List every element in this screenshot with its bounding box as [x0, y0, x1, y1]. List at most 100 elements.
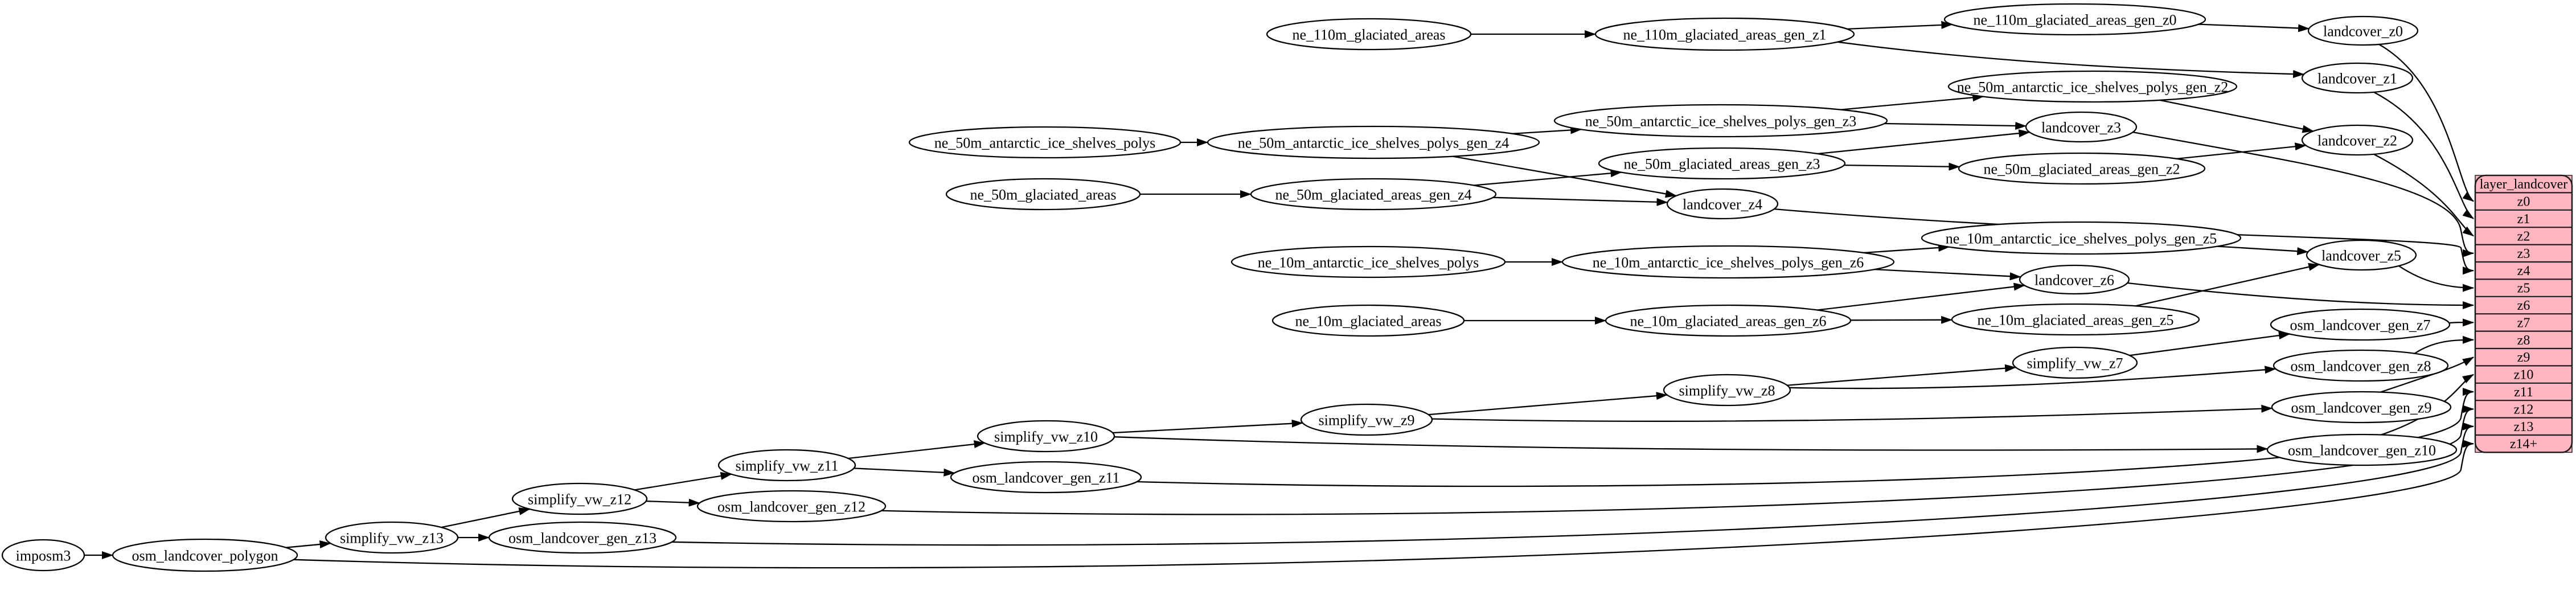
node-label-landcover_z5: landcover_z5: [2321, 248, 2401, 264]
node-label-ne_10m_antarctic_ice_shelves_polys_gen_z5: ne_10m_antarctic_ice_shelves_polys_gen_z…: [1946, 231, 2217, 247]
node-osm_landcover_gen_z7: osm_landcover_gen_z7: [2270, 308, 2451, 341]
node-label-simplify_vw_z7: simplify_vw_z7: [2027, 355, 2123, 372]
node-ellipse-imposm3: [1, 539, 85, 572]
node-ellipse-ne_10m_glaciated_areas_gen_z5: [1951, 303, 2200, 336]
node-ellipse-ne_50m_glaciated_areas: [945, 178, 1141, 211]
node-landcover_z5: landcover_z5: [2306, 239, 2417, 271]
node-label-landcover_z1: landcover_z1: [2317, 71, 2397, 87]
node-label-simplify_vw_z11: simplify_vw_z11: [735, 458, 838, 474]
node-label-osm_landcover_gen_z10: osm_landcover_gen_z10: [2288, 442, 2436, 459]
node-label-osm_landcover_gen_z9: osm_landcover_gen_z9: [2291, 400, 2432, 416]
node-label-landcover_z6: landcover_z6: [2034, 272, 2114, 289]
node-ne_50m_glaciated_areas: ne_50m_glaciated_areas: [945, 178, 1141, 211]
node-landcover_z0: landcover_z0: [2307, 15, 2419, 46]
node-simplify_vw_z9: simplify_vw_z9: [1300, 403, 1433, 436]
node-landcover_z3: landcover_z3: [2025, 111, 2138, 143]
edge-ne_110m_glaciated_areas_gen_z0-to-landcover_z0: [2198, 23, 2310, 32]
table-row-z4: z4: [2517, 264, 2530, 278]
edge-landcover_z5-to-layer_landcover-z5: [2398, 265, 2474, 292]
node-osm_landcover_gen_z8: osm_landcover_gen_z8: [2273, 349, 2449, 382]
table-row-z0: z0: [2517, 195, 2530, 210]
node-ellipse-osm_landcover_gen_z13: [488, 521, 677, 554]
table-row-z6: z6: [2517, 298, 2530, 313]
edge-landcover_z1-to-layer_landcover-z1: [2373, 91, 2474, 219]
edge-osm_landcover_gen_z13-to-layer_landcover-z13: [671, 422, 2474, 546]
edge-ne_10m_antarctic_ice_shelves_polys_gen_z6-to-landcover_z6: [1874, 268, 2021, 281]
node-label-ne_10m_glaciated_areas_gen_z6: ne_10m_glaciated_areas_gen_z6: [1630, 313, 1826, 330]
node-simplify_vw_z11: simplify_vw_z11: [717, 449, 856, 482]
node-ellipse-landcover_z6: [2019, 264, 2130, 295]
node-label-simplify_vw_z9: simplify_vw_z9: [1319, 412, 1415, 429]
node-ellipse-osm_landcover_gen_z11: [950, 461, 1142, 494]
node-label-landcover_z2: landcover_z2: [2317, 133, 2397, 149]
node-label-ne_50m_antarctic_ice_shelves_polys_gen_z2: ne_50m_antarctic_ice_shelves_polys_gen_z…: [1957, 79, 2229, 96]
node-ellipse-simplify_vw_z7: [2012, 346, 2138, 379]
node-label-simplify_vw_z13: simplify_vw_z13: [340, 530, 444, 547]
node-ne_10m_glaciated_areas: ne_10m_glaciated_areas: [1271, 304, 1465, 337]
node-label-landcover_z0: landcover_z0: [2323, 23, 2403, 40]
node-ne_50m_glaciated_areas_gen_z3: ne_50m_glaciated_areas_gen_z3: [1598, 147, 1846, 180]
table-row-z8: z8: [2517, 333, 2530, 348]
node-osm_landcover_gen_z9: osm_landcover_gen_z9: [2271, 391, 2452, 424]
node-ellipse-ne_50m_glaciated_areas_gen_z3: [1598, 147, 1846, 180]
node-ellipse-ne_110m_glaciated_areas: [1266, 18, 1472, 51]
table-title: layer_landcover: [2480, 177, 2568, 192]
table-row-z3: z3: [2517, 247, 2530, 261]
table-row-z11: z11: [2514, 385, 2533, 400]
node-ellipse-landcover_z2: [2301, 124, 2414, 156]
node-ne_50m_glaciated_areas_gen_z4: ne_50m_glaciated_areas_gen_z4: [1250, 178, 1497, 211]
edge-simplify_vw_z12-to-osm_landcover_gen_z12: [646, 498, 700, 507]
node-ellipse-osm_landcover_gen_z7: [2270, 308, 2451, 341]
nodes-layer: imposm3 osm_landcover_polygon simplify_vw_…: [1, 3, 2458, 572]
edge-osm_landcover_gen_z9-to-layer_landcover-z9: [2380, 356, 2474, 393]
table-row-z5: z5: [2517, 281, 2530, 296]
node-ellipse-landcover_z1: [2301, 62, 2414, 94]
node-imposm3: imposm3: [1, 539, 85, 572]
node-ellipse-ne_50m_antarctic_ice_shelves_polys_gen_z2: [1947, 70, 2238, 103]
table-row-z14+: z14+: [2510, 437, 2537, 452]
node-label-ne_110m_glaciated_areas: ne_110m_glaciated_areas: [1292, 27, 1445, 43]
node-simplify_vw_z12: simplify_vw_z12: [511, 482, 648, 515]
node-ne_10m_glaciated_areas_gen_z6: ne_10m_glaciated_areas_gen_z6: [1605, 304, 1852, 337]
node-ne_110m_glaciated_areas_gen_z0: ne_110m_glaciated_areas_gen_z0: [1943, 3, 2206, 36]
node-ellipse-ne_50m_glaciated_areas_gen_z2: [1958, 152, 2206, 185]
edge-ne_10m_antarctic_ice_shelves_polys_gen_z5-to-landcover_z5: [2217, 245, 2309, 256]
node-label-landcover_z3: landcover_z3: [2041, 120, 2121, 136]
edges-layer: [84, 20, 2474, 569]
node-ellipse-osm_landcover_gen_z12: [696, 490, 887, 523]
table-row-z1: z1: [2517, 212, 2530, 227]
node-osm_landcover_polygon: osm_landcover_polygon: [112, 538, 298, 572]
node-label-ne_50m_glaciated_areas: ne_50m_glaciated_areas: [970, 187, 1117, 203]
node-label-osm_landcover_polygon: osm_landcover_polygon: [132, 548, 278, 564]
node-label-ne_50m_glaciated_areas_gen_z4: ne_50m_glaciated_areas_gen_z4: [1275, 187, 1471, 203]
edge-osm_landcover_polygon-to-simplify_vw_z13: [285, 540, 331, 548]
node-label-osm_landcover_gen_z8: osm_landcover_gen_z8: [2291, 358, 2431, 375]
node-landcover_z6: landcover_z6: [2019, 264, 2130, 295]
node-ne_110m_glaciated_areas_gen_z1: ne_110m_glaciated_areas_gen_z1: [1594, 17, 1855, 51]
node-osm_landcover_gen_z10: osm_landcover_gen_z10: [2266, 433, 2458, 466]
node-label-imposm3: imposm3: [16, 548, 71, 564]
edge-ne_50m_glaciated_areas_gen_z3-to-ne_50m_glaciated_areas_gen_z2: [1844, 162, 1960, 171]
edge-ne_50m_antarctic_ice_shelves_polys_gen_z4-to-ne_50m_antarctic_ice_shelves_polys_gen_z3: [1512, 126, 1582, 134]
node-label-ne_50m_antarctic_ice_shelves_polys_gen_z4: ne_50m_antarctic_ice_shelves_polys_gen_z…: [1238, 135, 1509, 151]
node-ellipse-landcover_z4: [1666, 188, 1779, 220]
node-ellipse-ne_50m_antarctic_ice_shelves_polys: [908, 126, 1182, 159]
edge-ne_110m_glaciated_areas_gen_z1-to-landcover_z1: [1837, 41, 2305, 79]
node-ellipse-osm_landcover_gen_z8: [2273, 349, 2449, 382]
node-label-osm_landcover_gen_z13: osm_landcover_gen_z13: [508, 530, 657, 547]
edge-ne_50m_antarctic_ice_shelves_polys_gen_z3-to-landcover_z3: [1884, 121, 2027, 130]
node-ellipse-ne_110m_glaciated_areas_gen_z0: [1943, 3, 2206, 36]
node-landcover_z4: landcover_z4: [1666, 188, 1779, 220]
node-osm_landcover_gen_z12: osm_landcover_gen_z12: [696, 490, 887, 523]
node-label-ne_50m_antarctic_ice_shelves_polys_gen_z3: ne_50m_antarctic_ice_shelves_polys_gen_z…: [1585, 113, 1857, 130]
edge-simplify_vw_z8-to-osm_landcover_gen_z8: [1789, 366, 2276, 389]
node-ellipse-simplify_vw_z10: [977, 420, 1115, 453]
node-label-osm_landcover_gen_z12: osm_landcover_gen_z12: [717, 499, 865, 515]
node-ellipse-landcover_z0: [2307, 15, 2419, 46]
node-label-ne_10m_antarctic_ice_shelves_polys: ne_10m_antarctic_ice_shelves_polys: [1258, 255, 1479, 271]
edge-osm_landcover_gen_z10-to-layer_landcover-z10: [2381, 374, 2474, 436]
table-layer_landcover: layer_landcoverz0z1z2z3z4z5z6z7z8z9z10z1…: [2474, 174, 2573, 453]
node-osm_landcover_gen_z11: osm_landcover_gen_z11: [950, 461, 1142, 494]
edge-simplify_vw_z9-to-osm_landcover_gen_z9: [1431, 404, 2273, 422]
